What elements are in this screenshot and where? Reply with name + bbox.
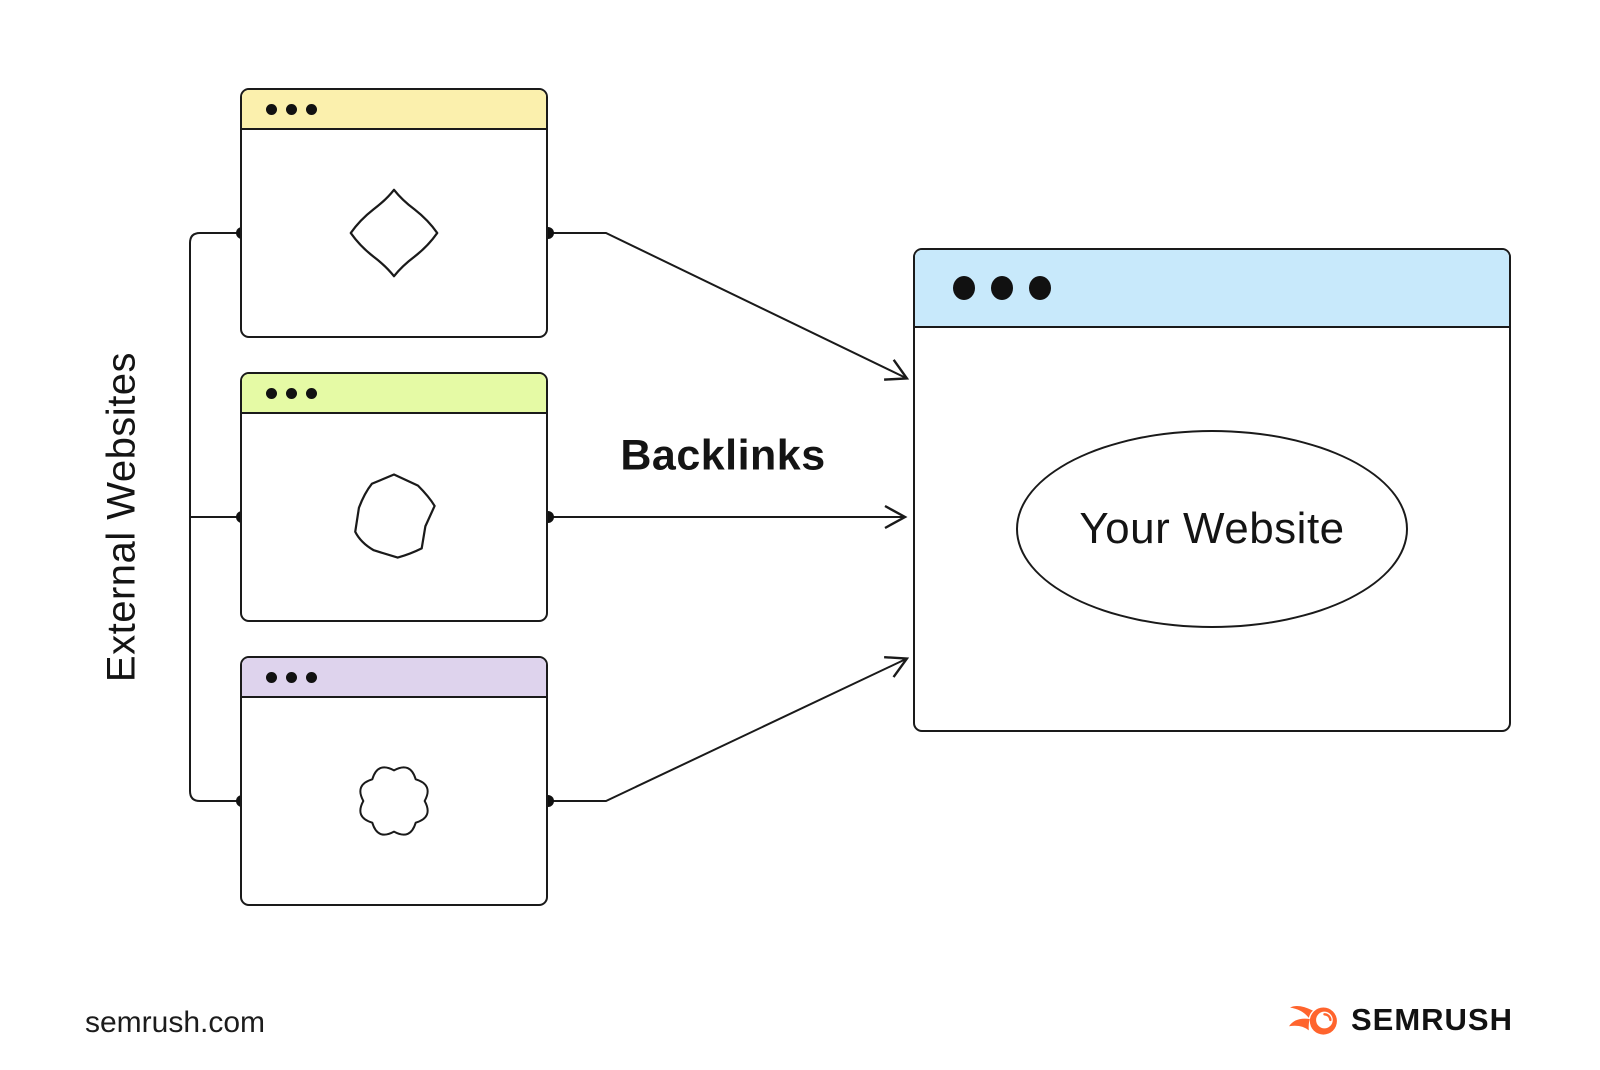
external-website-window-3 xyxy=(240,656,548,906)
window-body: Your Website xyxy=(915,328,1509,730)
window-body xyxy=(242,130,546,336)
left-bracket xyxy=(189,232,242,802)
window-control-dot-icon xyxy=(1029,276,1051,300)
external-websites-label: External Websites xyxy=(99,351,144,683)
window-control-dot-icon xyxy=(266,387,277,399)
window-control-dot-icon xyxy=(286,387,297,399)
window-control-dot-icon xyxy=(306,671,317,683)
flower-blob-icon xyxy=(359,766,429,836)
window-titlebar xyxy=(242,374,546,414)
window-control-dot-icon xyxy=(306,387,317,399)
your-website-ellipse: Your Website xyxy=(1016,430,1408,628)
your-website-window: Your Website xyxy=(913,248,1511,732)
window-control-dot-icon xyxy=(991,276,1013,300)
external-website-window-2 xyxy=(240,372,548,622)
window-control-dot-icon xyxy=(266,671,277,683)
footer-site-url: semrush.com xyxy=(85,1006,266,1039)
splat-blob-icon xyxy=(354,473,436,559)
backlinks-label: Backlinks xyxy=(620,431,826,480)
window-control-dot-icon xyxy=(266,103,277,115)
semrush-wordmark: SEMRUSH xyxy=(1350,1002,1513,1037)
diamond-blob-icon xyxy=(349,188,439,278)
window-control-dot-icon xyxy=(953,276,975,300)
semrush-flame-icon xyxy=(1288,1005,1337,1035)
backlink-arrows xyxy=(548,232,910,802)
window-titlebar xyxy=(242,90,546,130)
window-control-dot-icon xyxy=(306,103,317,115)
your-website-label: Your Website xyxy=(1079,504,1345,553)
semrush-logo: SEMRUSH xyxy=(1288,1002,1513,1038)
window-control-dot-icon xyxy=(286,671,297,683)
window-body xyxy=(242,698,546,904)
window-titlebar xyxy=(915,250,1509,328)
window-control-dot-icon xyxy=(286,103,297,115)
window-titlebar xyxy=(242,658,546,698)
external-website-window-1 xyxy=(240,88,548,338)
window-body xyxy=(242,414,546,620)
